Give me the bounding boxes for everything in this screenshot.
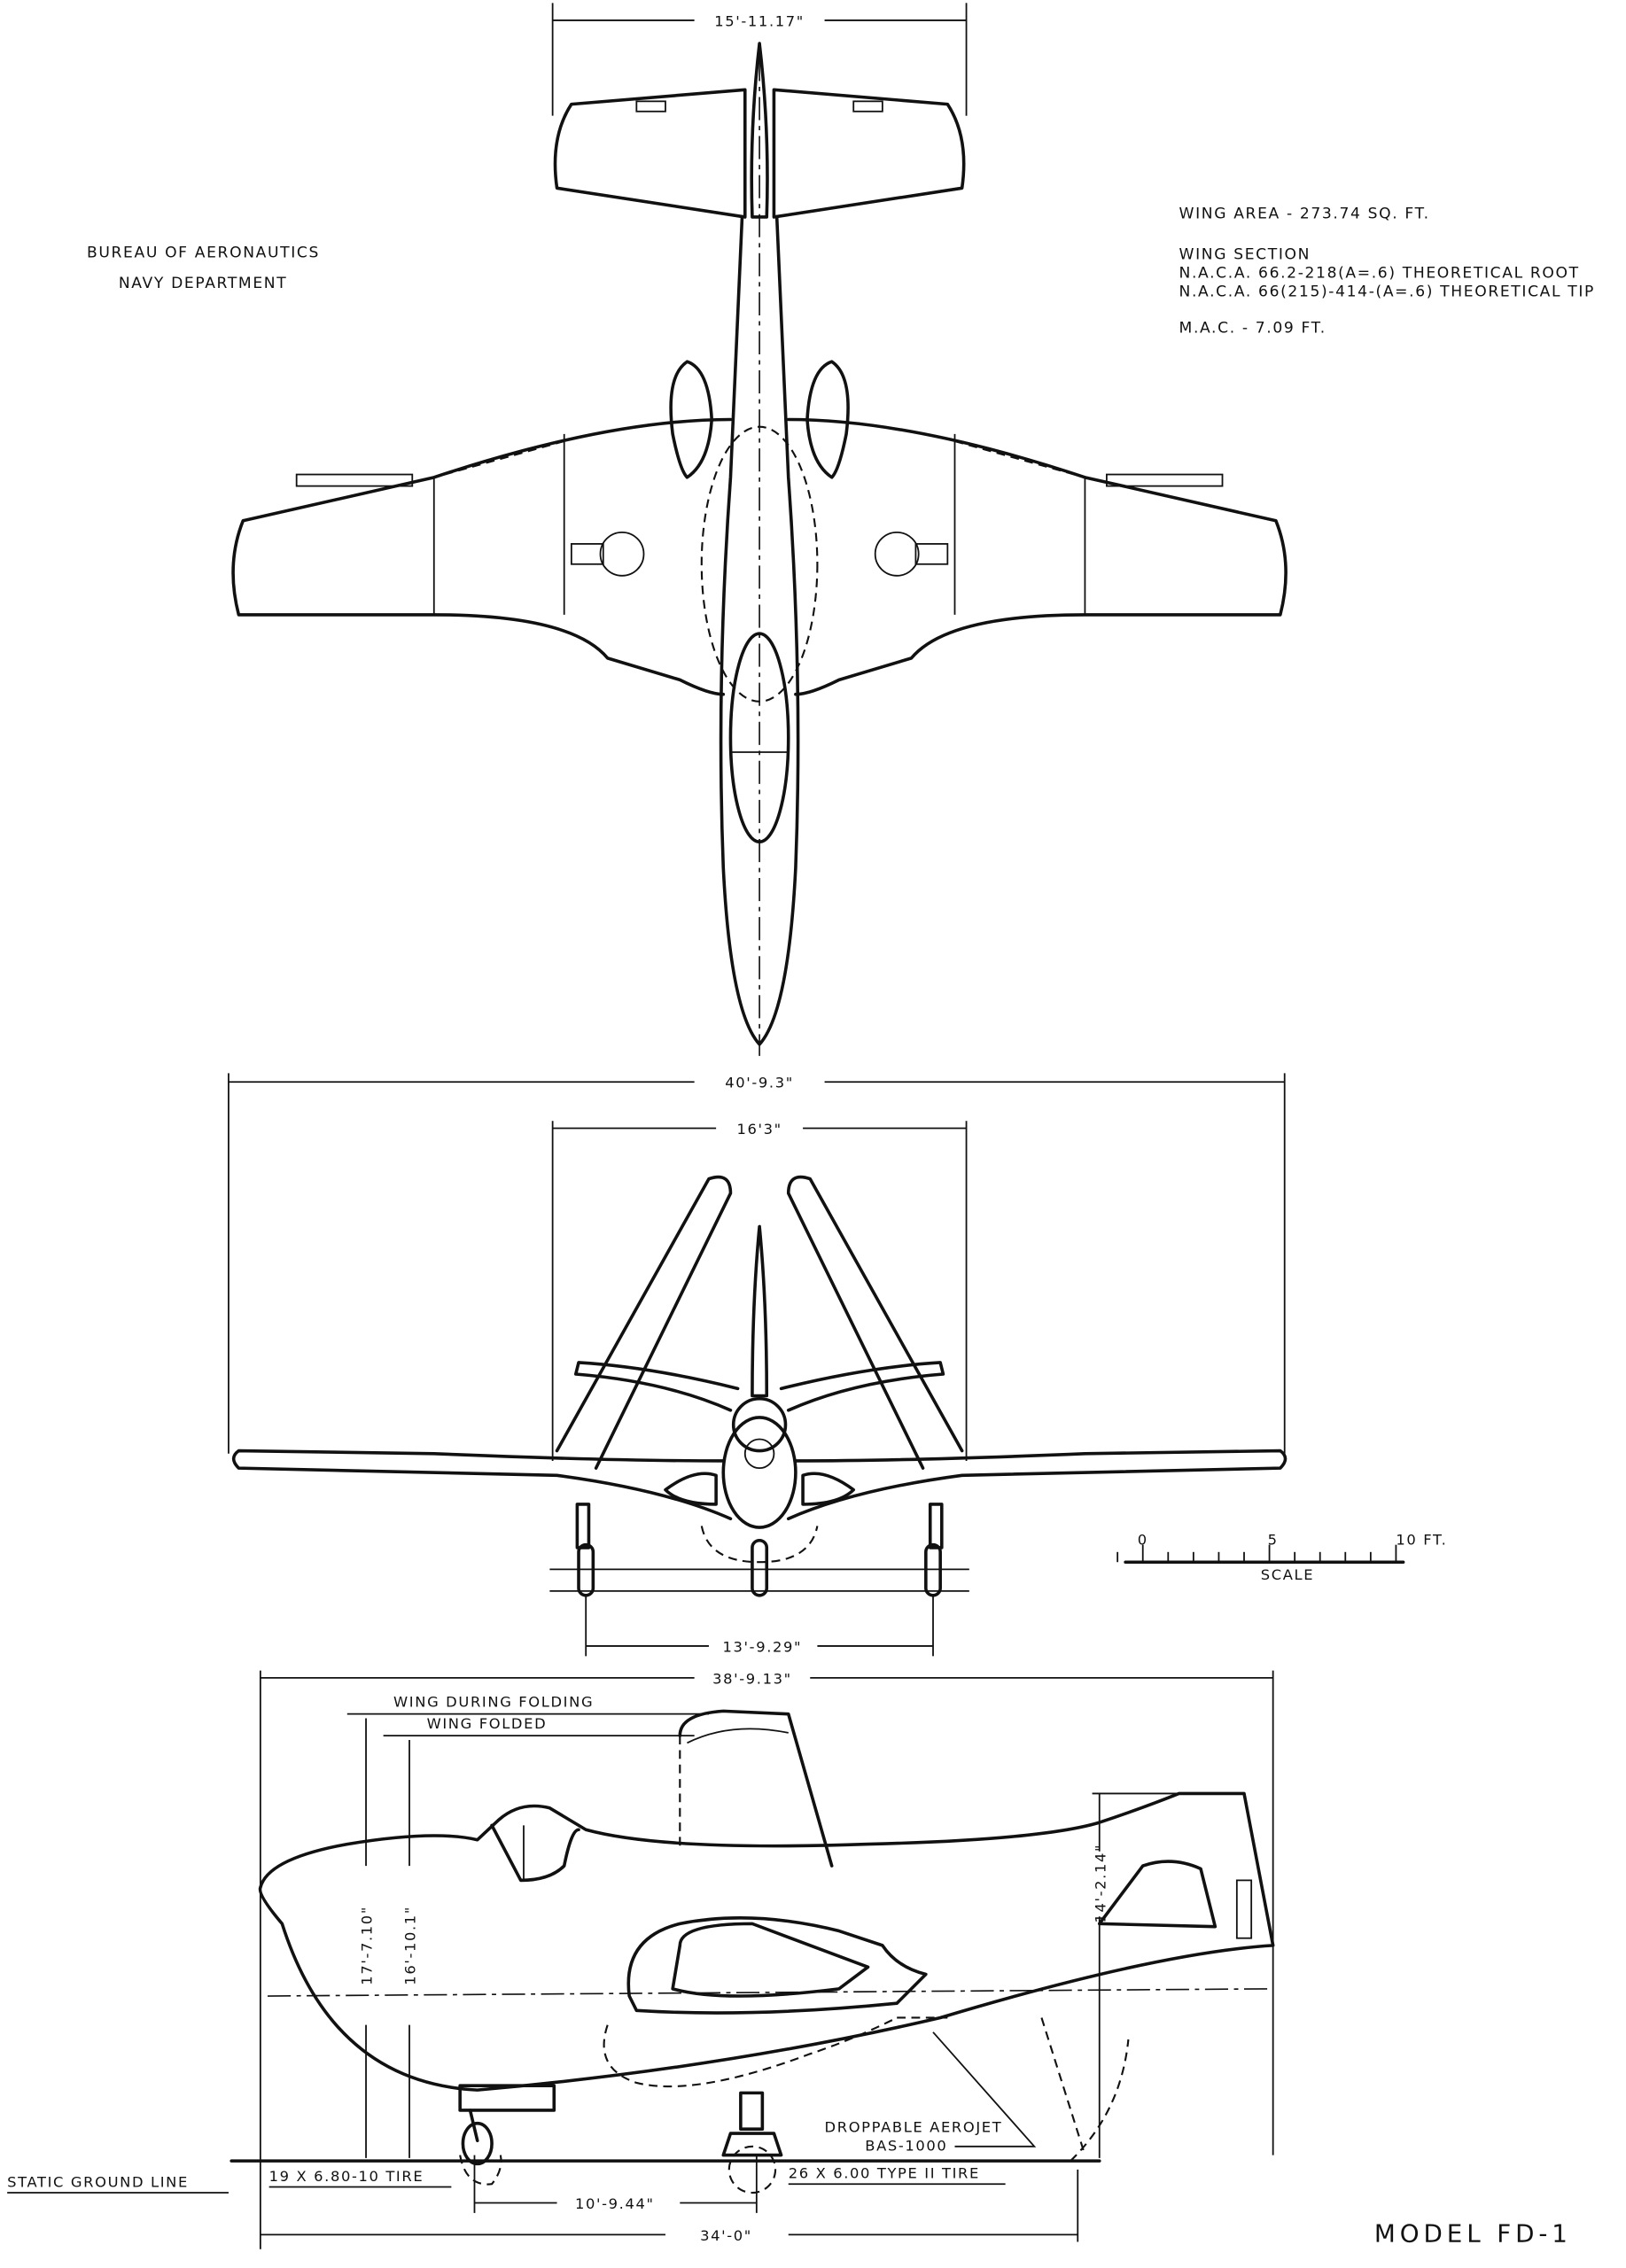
folded-span-dim: 16'3" — [736, 1121, 782, 1138]
height-folded-dim: 16'-10.1" — [402, 1906, 419, 1985]
tip-section: N.A.C.A. 66(215)-414-(A=.6) THEORETICAL … — [1179, 284, 1595, 301]
org-line-2: NAVY DEPARTMENT — [119, 275, 287, 292]
rocket-label-2: BAS-1000 — [865, 2138, 947, 2155]
scale-bar: 0 5 10 FT. SCALE — [1116, 1532, 1447, 1583]
ground-line-label: STATIC GROUND LINE — [7, 2174, 189, 2191]
top-view: 15'-11.17" — [231, 3, 1288, 1056]
overall-length-dim: 38'-9.13" — [712, 1670, 792, 1687]
front-view: 40'-9.3" 16'3" 13'-9.29" — [228, 1073, 1288, 1657]
nose-tire-label: 19 X 6.80-10 TIRE — [269, 2168, 424, 2185]
rocket-label-1: DROPPABLE AEROJET — [825, 2118, 1003, 2135]
scale-tick-0: 0 — [1138, 1532, 1148, 1549]
fuselage-length-dim: 34'-0" — [700, 2227, 752, 2244]
wing-span-dim: 40'-9.3" — [725, 1075, 794, 1091]
label-wing-folded: WING FOLDED — [427, 1715, 548, 1732]
height-folding-dim: 17'-7.10" — [359, 1906, 376, 1985]
scale-tick-10: 10 FT. — [1396, 1532, 1447, 1549]
org-line-1: BUREAU OF AERONAUTICS — [87, 245, 320, 262]
tail-height-dim: 14'-2.14" — [1092, 1844, 1109, 1923]
main-tire-label: 26 X 6.00 TYPE II TIRE — [789, 2165, 980, 2182]
mac: M.A.C. - 7.09 FT. — [1179, 320, 1326, 338]
tail-span-dim: 15'-11.17" — [714, 12, 805, 29]
label-wing-folding: WING DURING FOLDING — [393, 1693, 594, 1710]
root-section: N.A.C.A. 66.2-218(A=.6) THEORETICAL ROOT — [1179, 265, 1580, 283]
wheelbase-dim: 10'-9.44" — [575, 2195, 655, 2212]
side-view: 38'-9.13" WING DURING FOLDING WING FOLDE… — [7, 1670, 1275, 2249]
model-title: MODEL FD-1 — [1374, 2219, 1572, 2249]
scale-tick-5: 5 — [1268, 1532, 1279, 1549]
scale-label: SCALE — [1261, 1566, 1314, 1583]
tread-dim: 13'-9.29" — [723, 1638, 803, 1655]
wing-area: WING AREA - 273.74 SQ. FT. — [1179, 206, 1430, 223]
wing-section-title: WING SECTION — [1179, 245, 1311, 263]
